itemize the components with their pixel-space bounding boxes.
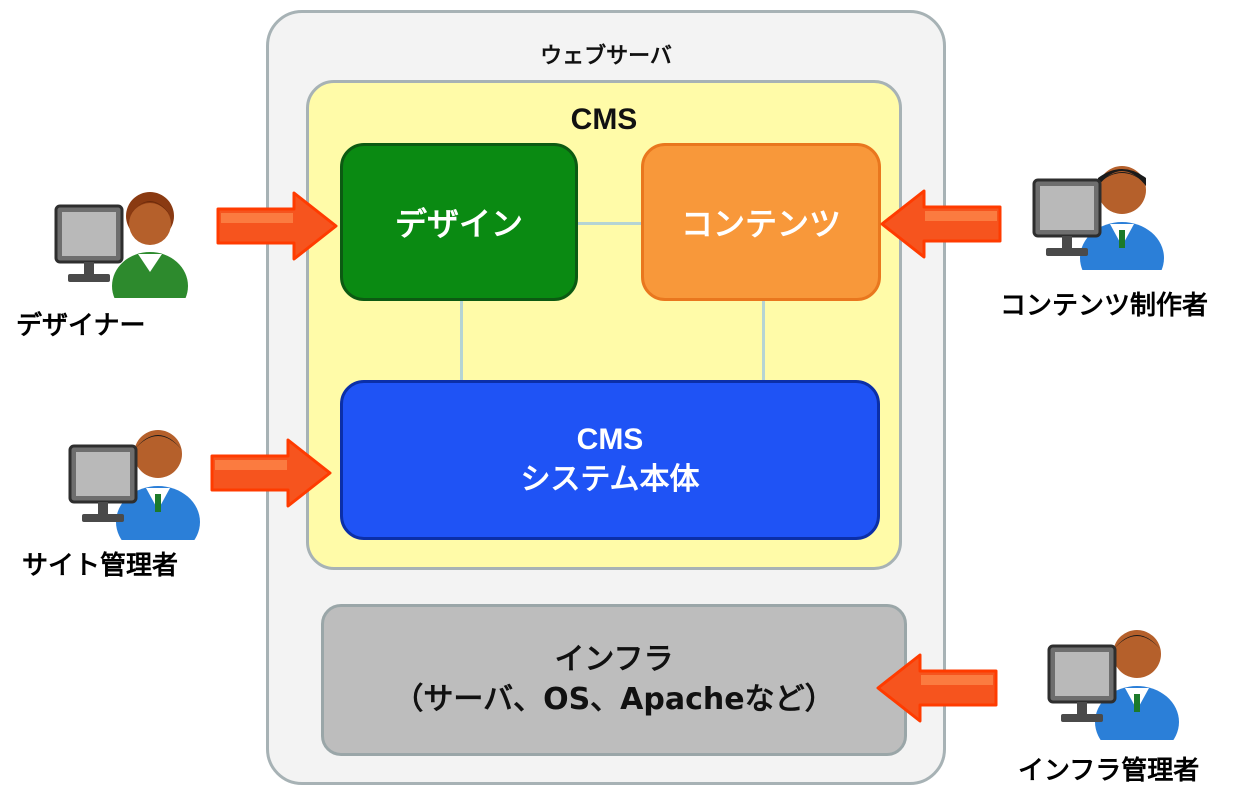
arrow-designer-to-design [216,190,338,262]
design-box-label: デザイン [394,205,523,243]
infra-box: インフラ （サーバ、OS、Apacheなど） [321,604,907,756]
cms-core-box: CMS システム本体 [340,380,880,540]
designer-icon [50,168,190,298]
contents-box-label: コンテンツ [680,205,841,243]
infra-detail: （サーバ、OS、Apacheなど） [393,682,835,717]
content-creator-label: コンテンツ制作者 [1000,291,1209,321]
contents-box: コンテンツ [641,143,881,301]
site-admin-icon [66,410,206,540]
connector-design-contents [578,222,641,225]
connector-contents-core [762,301,765,380]
design-box: デザイン [340,143,578,301]
arrow-siteadmin-to-core [210,437,332,509]
arrow-contentcreator-to-contents [880,188,1002,260]
web-server-label: ウェブサーバ [540,44,672,69]
infra-admin-label: インフラ管理者 [1018,756,1200,786]
infra-title: インフラ [554,641,674,677]
cms-core-subtitle: システム本体 [520,462,700,497]
infra-admin-icon [1045,610,1185,740]
site-admin-label: サイト管理者 [22,551,179,581]
connector-design-core [460,301,463,380]
cms-core-title: CMS [576,422,644,456]
arrow-infraadmin-to-infra [876,652,998,724]
designer-label: デザイナー [16,311,146,341]
content-creator-icon [1030,140,1170,270]
cms-label: CMS [570,103,638,136]
